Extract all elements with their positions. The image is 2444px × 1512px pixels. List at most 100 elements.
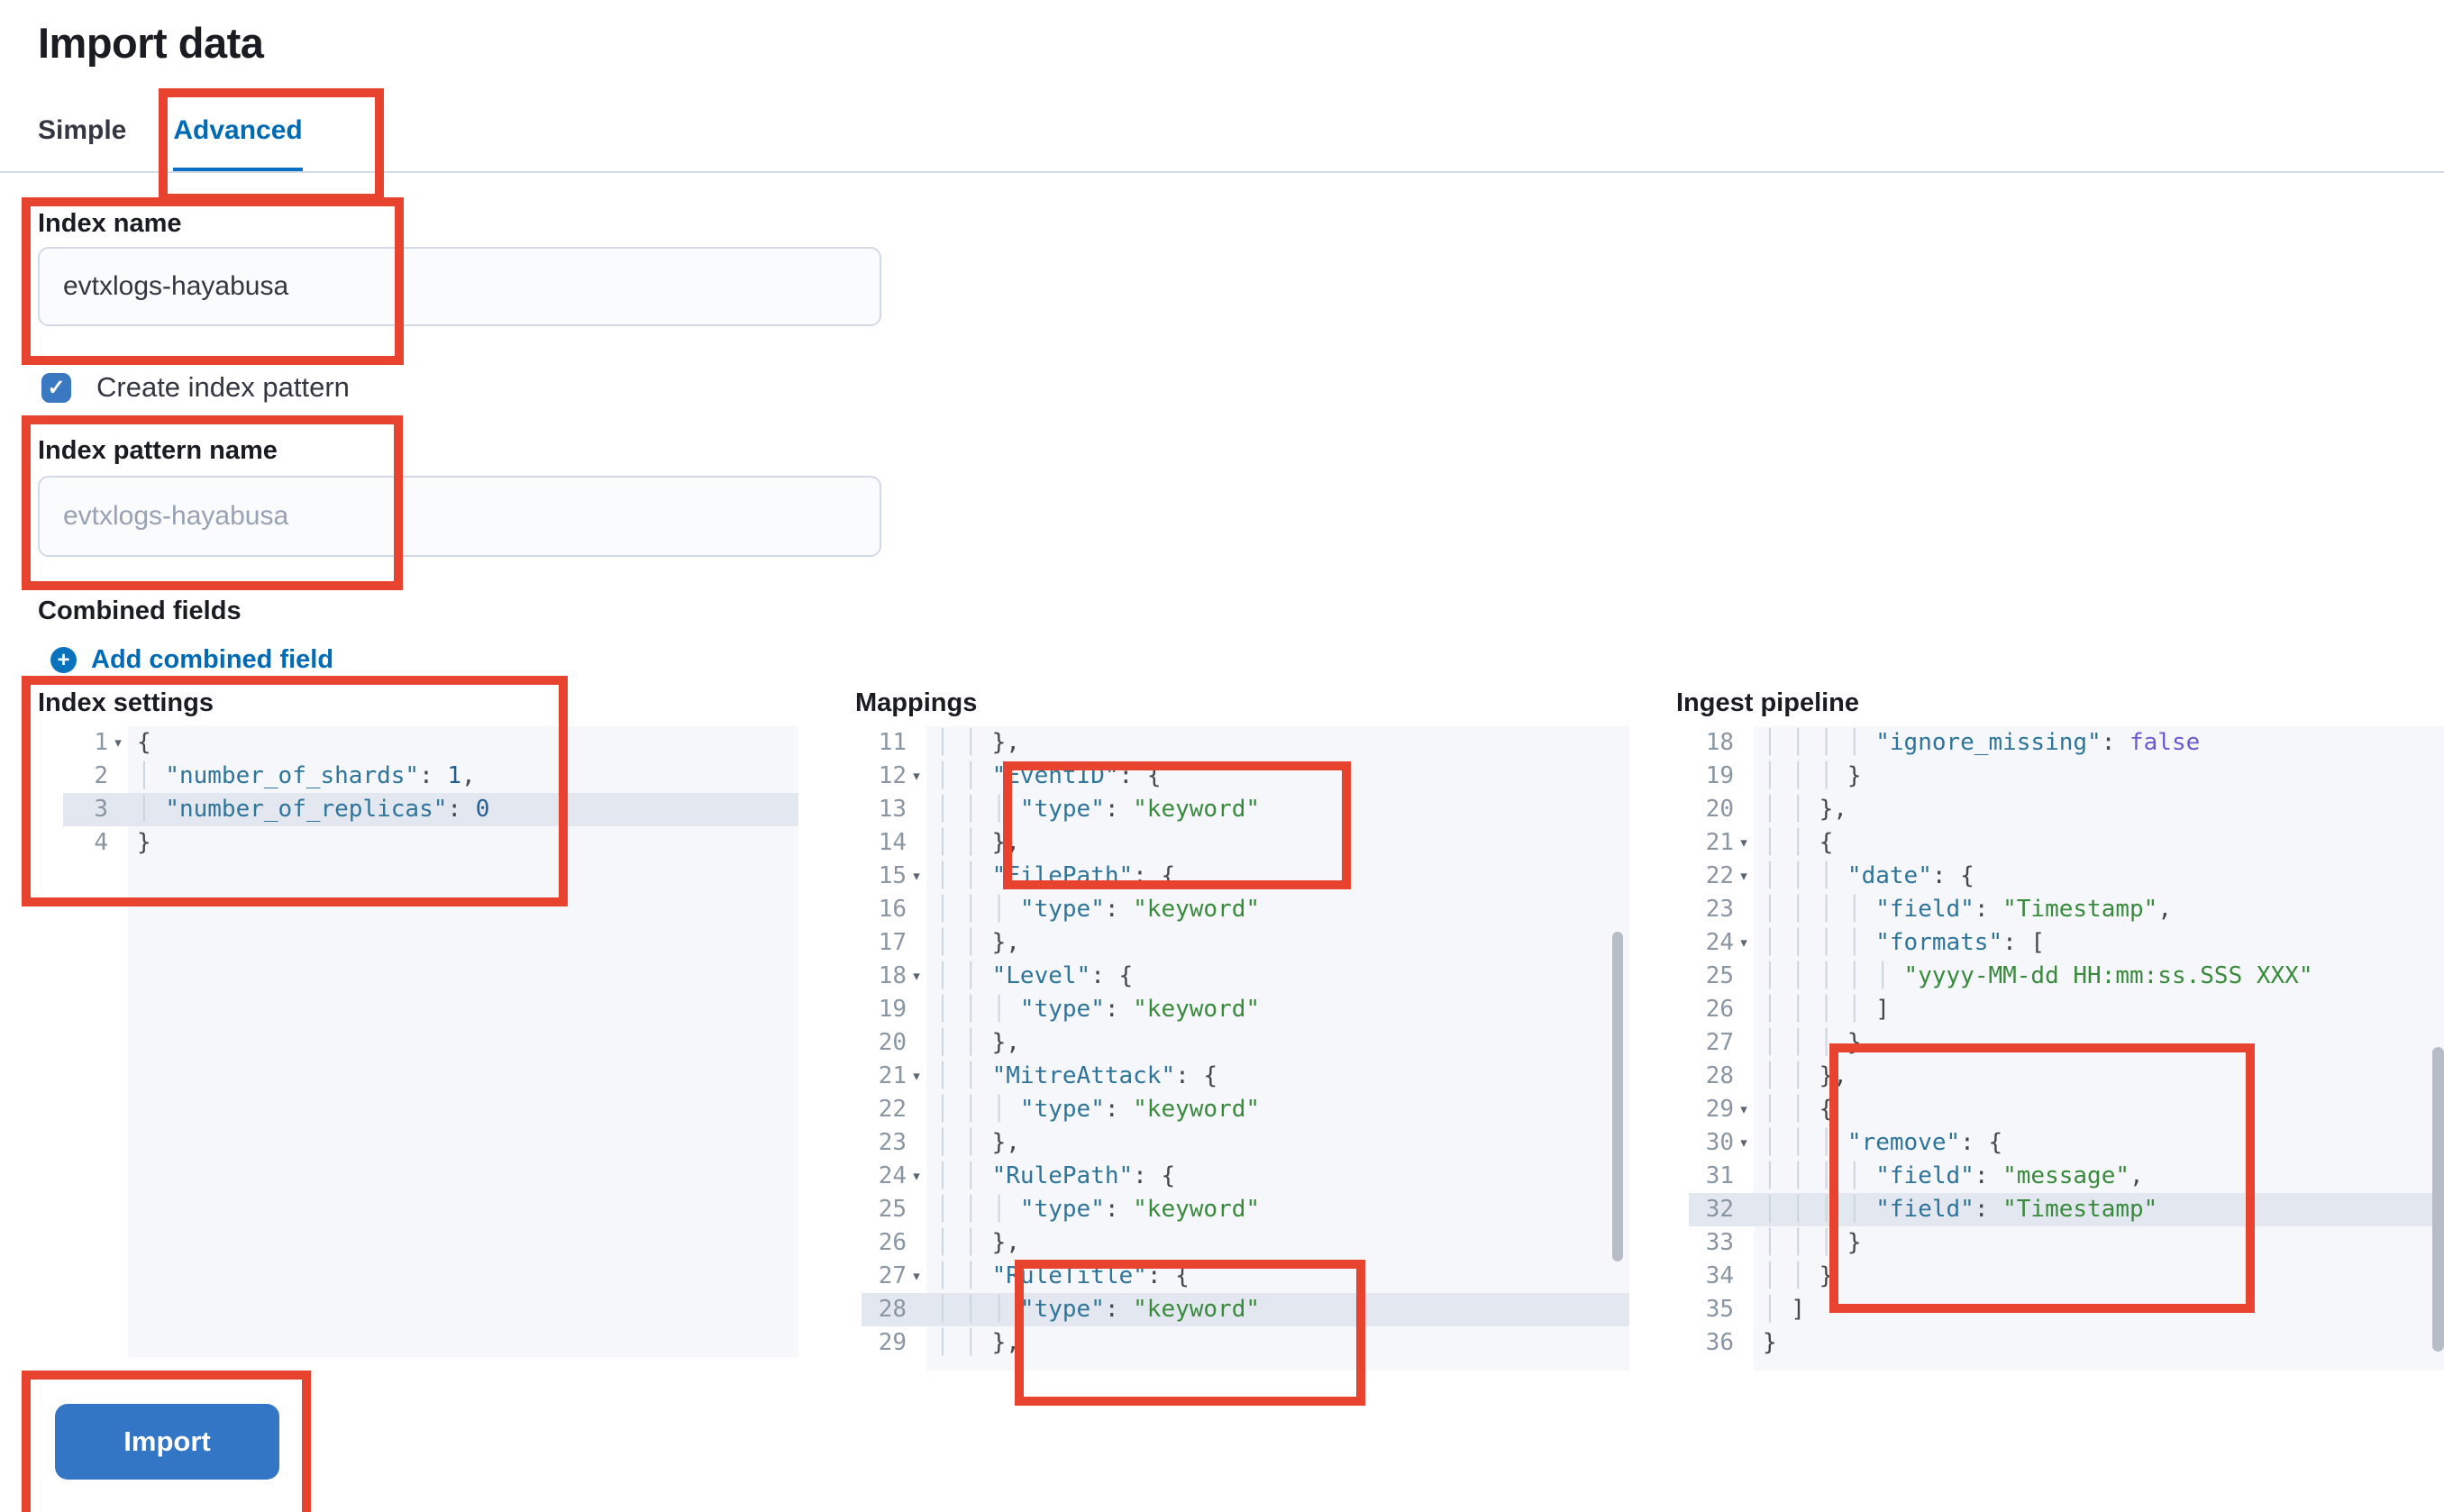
code-line[interactable]: 16│ │ │ "type": "keyword": [862, 893, 1629, 926]
import-button[interactable]: Import: [55, 1404, 279, 1480]
gutter-line-number: 2: [63, 760, 128, 793]
code-line[interactable]: 26│ │ │ │ ]: [1689, 993, 2444, 1026]
gutter-line-number: 21▾: [1689, 826, 1754, 860]
code-line[interactable]: 29│ │ },: [862, 1326, 1629, 1360]
code-line[interactable]: 18▾│ │ "Level": {: [862, 960, 1629, 993]
gutter-line-number: 27: [1689, 1026, 1754, 1060]
tab-simple[interactable]: Simple: [38, 115, 127, 145]
fold-arrow-icon[interactable]: ▾: [1740, 1135, 1747, 1151]
indent-guide: │ │ │ │: [1763, 729, 1876, 756]
editor-empty-area[interactable]: [63, 860, 798, 1357]
indent-guide: │ │: [1763, 1096, 1819, 1123]
fold-arrow-icon[interactable]: ▾: [913, 1169, 920, 1184]
index-settings-editor[interactable]: 1▾{2│ "number_of_shards": 1,3│ "number_o…: [63, 726, 798, 1357]
indent-guide: │: [137, 762, 166, 789]
index-pattern-name-input[interactable]: [38, 476, 881, 557]
plus-in-circle-icon: +: [50, 647, 77, 673]
code-line[interactable]: 3│ "number_of_replicas": 0: [63, 793, 798, 826]
fold-arrow-icon[interactable]: ▾: [1740, 835, 1747, 851]
code-line[interactable]: 14│ │ },: [862, 826, 1629, 860]
add-combined-field-link[interactable]: + Add combined field: [50, 645, 333, 675]
gutter-line-number: 4: [63, 826, 128, 860]
fold-arrow-icon[interactable]: ▾: [913, 1269, 920, 1284]
code-line[interactable]: 32│ │ │ │ "field": "Timestamp": [1689, 1193, 2444, 1226]
fold-arrow-icon[interactable]: ▾: [114, 735, 122, 751]
indent-guide: │ │ │: [935, 796, 1020, 823]
code-line[interactable]: 27│ │ │ }: [1689, 1026, 2444, 1060]
fold-arrow-icon[interactable]: ▾: [1740, 1102, 1747, 1117]
fold-arrow-icon[interactable]: ▾: [913, 1069, 920, 1084]
code-line[interactable]: 33│ │ │ }: [1689, 1226, 2444, 1260]
code-line[interactable]: 29▾│ │ {: [1689, 1093, 2444, 1126]
code-line[interactable]: 24▾│ │ "RulePath": {: [862, 1160, 1629, 1193]
code-line[interactable]: 24▾│ │ │ │ "formats": [: [1689, 926, 2444, 960]
indent-guide: │ │ │ │: [1763, 996, 1876, 1023]
code-line[interactable]: 25│ │ │ │ │ "yyyy-MM-dd HH:mm:ss.SSS XXX…: [1689, 960, 2444, 993]
code-line[interactable]: 2│ "number_of_shards": 1,: [63, 760, 798, 793]
code-line[interactable]: 22│ │ │ "type": "keyword": [862, 1093, 1629, 1126]
code-line[interactable]: 20│ │ },: [1689, 793, 2444, 826]
code-line[interactable]: 19│ │ │ }: [1689, 760, 2444, 793]
code-line[interactable]: 17│ │ },: [862, 926, 1629, 960]
indent-guide: │ │: [935, 829, 992, 856]
add-combined-field-label: Add combined field: [91, 645, 334, 674]
gutter-line-number: 33: [1689, 1226, 1754, 1260]
code-line[interactable]: 4}: [63, 826, 798, 860]
indent-guide: │ │ │: [1763, 1029, 1847, 1056]
code-line[interactable]: 23│ │ },: [862, 1126, 1629, 1160]
gutter-line-number: 17: [862, 926, 926, 960]
gutter-line-number: 13: [862, 793, 926, 826]
code-line[interactable]: 36}: [1689, 1326, 2444, 1360]
tab-advanced[interactable]: Advanced: [173, 115, 303, 173]
code-line[interactable]: 15▾│ │ "FilePath": {: [862, 860, 1629, 893]
fold-arrow-icon[interactable]: ▾: [1740, 935, 1747, 951]
code-line[interactable]: 18│ │ │ │ "ignore_missing": false: [1689, 726, 2444, 760]
gutter-line-number: 18: [1689, 726, 1754, 760]
code-line[interactable]: 12▾│ │ "EventID": {: [862, 760, 1629, 793]
gutter-line-number: 26: [862, 1226, 926, 1260]
code-line[interactable]: 13│ │ │ "type": "keyword": [862, 793, 1629, 826]
mappings-scrollbar-thumb[interactable]: [1612, 932, 1623, 1262]
gutter-line-number: 22: [862, 1093, 926, 1126]
code-line[interactable]: 11│ │ },: [862, 726, 1629, 760]
gutter-line-number: 21▾: [862, 1060, 926, 1093]
fold-arrow-icon[interactable]: ▾: [1740, 869, 1747, 884]
code-line[interactable]: 19│ │ │ "type": "keyword": [862, 993, 1629, 1026]
code-line[interactable]: 25│ │ │ "type": "keyword": [862, 1193, 1629, 1226]
gutter-line-number: 25: [862, 1193, 926, 1226]
gutter-line-number: 1▾: [63, 726, 128, 760]
mappings-editor[interactable]: 11│ │ },12▾│ │ "EventID": {13│ │ │ "type…: [862, 726, 1629, 1371]
indent-guide: │ │: [1763, 1262, 1819, 1289]
code-line[interactable]: 21▾│ │ "MitreAttack": {: [862, 1060, 1629, 1093]
index-name-input[interactable]: [38, 247, 881, 326]
indent-guide: │ │: [1763, 1062, 1819, 1089]
code-line[interactable]: 28│ │ │ "type": "keyword": [862, 1293, 1629, 1326]
fold-arrow-icon[interactable]: ▾: [913, 969, 920, 984]
code-line[interactable]: 1▾{: [63, 726, 798, 760]
fold-arrow-icon[interactable]: ▾: [913, 769, 920, 784]
fold-arrow-icon[interactable]: ▾: [913, 869, 920, 884]
code-line[interactable]: 26│ │ },: [862, 1226, 1629, 1260]
indent-guide: │ │: [935, 729, 992, 756]
code-line[interactable]: 22▾│ │ │ "date": {: [1689, 860, 2444, 893]
code-line[interactable]: 30▾│ │ │ "remove": {: [1689, 1126, 2444, 1160]
indent-guide: │ │: [935, 929, 992, 956]
code-line[interactable]: 34│ │ }: [1689, 1260, 2444, 1293]
code-line[interactable]: 21▾│ │ {: [1689, 826, 2444, 860]
create-index-pattern-checkbox-row[interactable]: ✓ Create index pattern: [41, 371, 350, 404]
code-line[interactable]: 28│ │ },: [1689, 1060, 2444, 1093]
indent-guide: │ │: [935, 962, 992, 989]
code-line[interactable]: 20│ │ },: [862, 1026, 1629, 1060]
editor-empty-area[interactable]: [1689, 1360, 2444, 1371]
index-pattern-name-label: Index pattern name: [38, 436, 278, 465]
code-line[interactable]: 35│ ]: [1689, 1293, 2444, 1326]
checkbox-checked-icon[interactable]: ✓: [41, 372, 71, 403]
code-line[interactable]: 27▾│ │ "RuleTitle": {: [862, 1260, 1629, 1293]
code-line[interactable]: 31│ │ │ │ "field": "message",: [1689, 1160, 2444, 1193]
indent-guide: │ │: [935, 862, 992, 889]
index-name-label: Index name: [38, 209, 182, 238]
editor-empty-area[interactable]: [862, 1360, 1629, 1371]
ingest-pipeline-scrollbar-thumb[interactable]: [2432, 1047, 2444, 1352]
code-line[interactable]: 23│ │ │ │ "field": "Timestamp",: [1689, 893, 2444, 926]
